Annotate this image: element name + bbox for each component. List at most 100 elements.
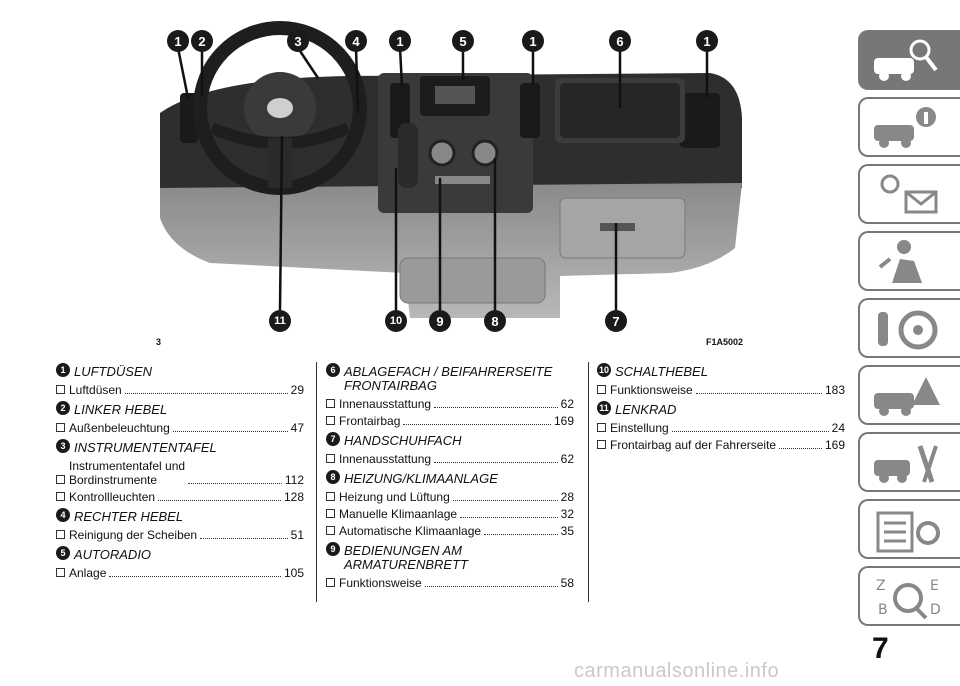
section-number-badge: 10 (597, 363, 611, 377)
section-title: HEIZUNG/KLIMAANLAGE (344, 471, 498, 486)
entry-text: Heizung und Lüftung (339, 490, 450, 504)
checkbox-bullet-icon (326, 509, 335, 518)
entry-page: 47 (290, 421, 304, 435)
checkbox-bullet-icon (56, 385, 65, 394)
section-6: 6 ABLAGEFACH / BEIFAHRERSEITE FRONTAIRBAG… (326, 363, 574, 428)
section-title: RECHTER HEBEL (74, 509, 184, 524)
section-number-badge: 8 (326, 470, 340, 484)
section-heading: 1 LUFTDÜSEN (56, 363, 304, 379)
callout-8: 8 (484, 310, 506, 332)
callout-2: 2 (191, 30, 213, 52)
chapter-tab[interactable] (858, 97, 960, 157)
chapter-tab[interactable] (858, 298, 960, 358)
section-number-badge: 1 (56, 363, 70, 377)
entry-text: Anlage (69, 566, 107, 580)
callout-10: 10 (385, 310, 407, 332)
entry-text: Außenbeleuchtung (69, 421, 170, 435)
warning-lights-icon (880, 174, 938, 214)
entry-page: 51 (290, 528, 304, 542)
entry-text: Luftdüsen (69, 383, 122, 397)
car-warning-icon (874, 377, 940, 416)
svg-text:E: E (930, 578, 939, 594)
chapter-tab[interactable] (858, 231, 960, 291)
chapter-tab[interactable] (858, 432, 960, 492)
checkbox-bullet-icon (56, 423, 65, 432)
entry-page: 32 (560, 507, 574, 521)
chapter-tab[interactable] (858, 499, 960, 559)
section-title: ABLAGEFACH / BEIFAHRERSEITE FRONTAIRBAG (344, 364, 553, 393)
checkbox-bullet-icon (597, 440, 606, 449)
dot-leader (109, 576, 281, 577)
checkbox-bullet-icon (326, 399, 335, 408)
entry-text: Frontairbag auf der Fahrerseite (610, 438, 777, 452)
entry-text: Funktionsweise (339, 576, 422, 590)
section-title: LUFTDÜSEN (74, 364, 153, 379)
entry-text: Innenausstattung (339, 452, 432, 466)
chapter-tab[interactable] (858, 30, 960, 90)
section-number-badge: 5 (56, 546, 70, 560)
figure-code: F1A5002 (706, 337, 744, 347)
section-heading: 8 HEIZUNG/KLIMAANLAGE (326, 470, 574, 486)
dot-leader (779, 448, 822, 449)
section-title: LINKER HEBEL (74, 402, 168, 417)
car-info-icon (874, 107, 936, 148)
checkbox-bullet-icon (597, 385, 606, 394)
dot-leader (434, 407, 558, 408)
section-heading: 6 ABLAGEFACH / BEIFAHRERSEITE FRONTAIRBAG (326, 363, 574, 393)
dot-leader (671, 431, 829, 432)
section-number-badge: 6 (326, 363, 340, 377)
svg-text:Z: Z (876, 578, 886, 594)
section-title: LENKRAD (615, 402, 677, 417)
svg-text:B: B (878, 602, 888, 618)
checkbox-bullet-icon (326, 526, 335, 535)
chapter-tab[interactable] (858, 365, 960, 425)
dot-leader (124, 393, 288, 394)
callout-5: 5 (452, 30, 474, 52)
checkbox-bullet-icon (326, 416, 335, 425)
entry-page: 58 (560, 576, 574, 590)
car-tools-icon (874, 445, 938, 483)
column-divider (588, 362, 589, 602)
section-title: SCHALTHEBEL (615, 364, 708, 379)
entry-page: 28 (560, 490, 574, 504)
index-entry[interactable]: Außenbeleuchtung 47 (56, 421, 304, 435)
index-entry[interactable]: Funktionsweise 58 (326, 576, 574, 590)
airbag-person-icon (878, 240, 922, 283)
dot-leader (172, 431, 288, 432)
entry-text: Automatische Klimaanlage (339, 524, 482, 538)
entry-text: Einstellung (610, 421, 669, 435)
entry-text: Funktionsweise (610, 383, 693, 397)
dot-leader (188, 483, 282, 484)
callout-3: 3 (287, 30, 309, 52)
dot-leader (460, 517, 558, 518)
checkbox-bullet-icon (597, 423, 606, 432)
section-number-badge: 9 (326, 542, 340, 556)
chapter-tab[interactable] (858, 164, 960, 224)
entry-page: 128 (283, 490, 304, 504)
index-entry[interactable]: Heizung und Lüftung 28 (326, 490, 574, 504)
section-title: INSTRUMENTENTAFEL (74, 440, 217, 455)
figure-number: 3 (156, 337, 162, 347)
